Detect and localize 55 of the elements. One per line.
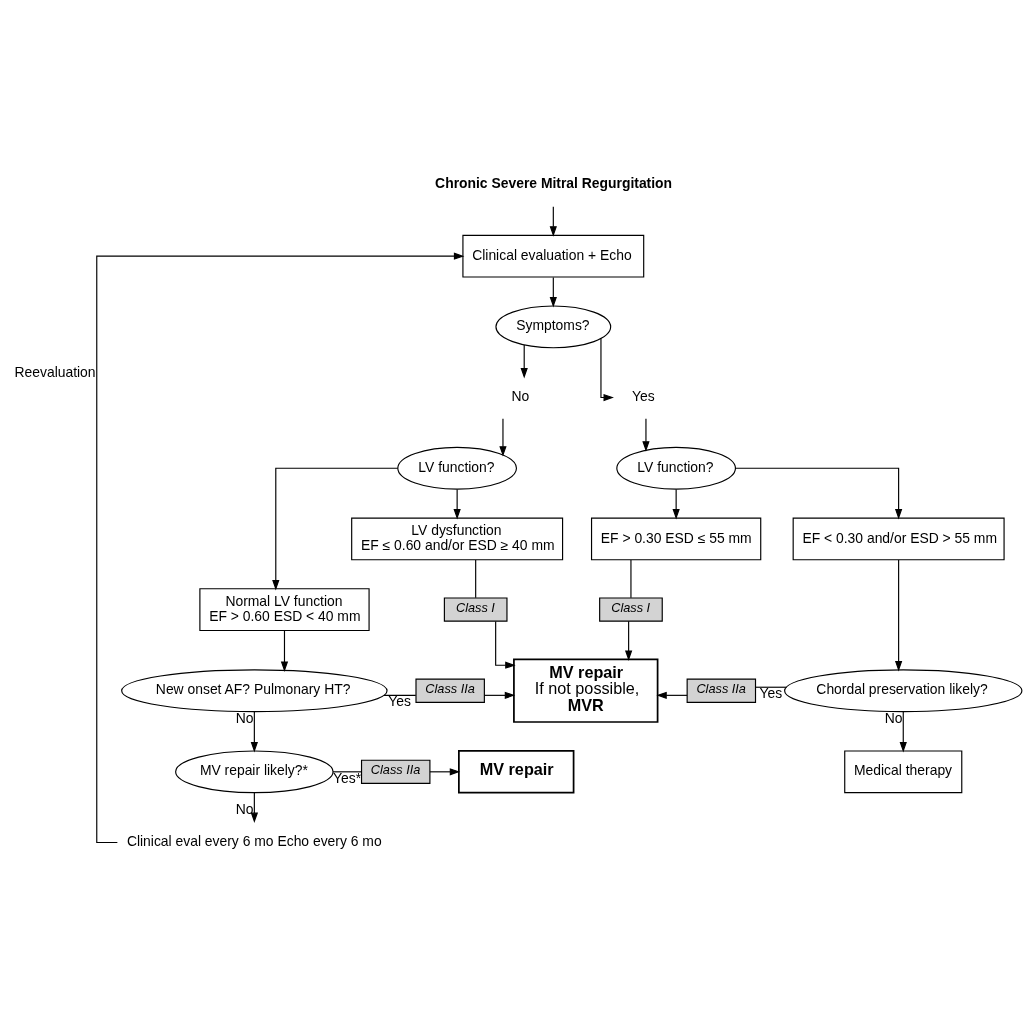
edge-label: No: [884, 709, 903, 726]
node-box: EF > 0.30 ESD ≤ 55 mm: [590, 516, 762, 560]
arrow: [734, 467, 903, 519]
node-ellipse: Symptoms?: [495, 304, 612, 348]
node-box: Class IIa: [360, 759, 431, 784]
arrow: [453, 488, 461, 519]
arrow: [250, 791, 258, 823]
connector: [475, 559, 477, 598]
arrow: [280, 629, 289, 672]
arrow: [429, 767, 461, 775]
arrow: [549, 205, 557, 237]
node-ellipse: LV function?: [616, 446, 737, 490]
arrow: [272, 467, 399, 590]
connector: [630, 559, 632, 598]
node-ellipse: New onset AF? Pulmonary HT?: [121, 668, 388, 712]
edge-label: Reevaluation: [14, 363, 96, 380]
arrow: [495, 620, 516, 669]
node-text: Chronic Severe Mitral Regurgitation: [435, 174, 673, 191]
arrow: [600, 337, 614, 401]
node-box: Normal LV function EF > 0.60 ESD < 40 mm: [199, 587, 370, 631]
node-text: Clinical eval every 6 mo Echo every 6 mo: [126, 832, 382, 849]
arrow: [672, 488, 680, 519]
edge-label: No: [235, 800, 254, 817]
arrow: [894, 558, 903, 672]
node-box: Clinical evaluation + Echo: [462, 234, 645, 278]
connector: [755, 686, 788, 688]
node-box: Class IIa: [686, 678, 757, 703]
node-box: LV dysfunction EF ≤ 0.60 and/or ESD ≥ 40 mm: [351, 516, 564, 560]
node-box: Class IIa: [415, 678, 485, 703]
node-ellipse: MV repair likely?*: [175, 749, 334, 793]
node-box: MV repair If not possible, MVR: [513, 658, 659, 723]
arrow: [642, 417, 650, 452]
node-box: MV repair: [458, 749, 575, 794]
arrow: [483, 691, 516, 699]
arrow: [899, 710, 907, 752]
edge-label: Yes*: [333, 769, 362, 786]
edge-label: Yes: [759, 684, 783, 701]
arrow: [549, 276, 557, 307]
node-text: No: [511, 387, 530, 404]
node-ellipse: Chordal preservation likely?: [784, 668, 1023, 712]
edge-label: Yes: [388, 692, 411, 709]
node-box: Class I: [443, 596, 508, 622]
node-box: Class I: [599, 596, 663, 622]
arrow: [250, 710, 258, 752]
edge-label: No: [235, 709, 254, 726]
node-text: Yes: [632, 387, 655, 404]
connector: [383, 694, 417, 696]
arrow: [520, 344, 528, 378]
arrow: [624, 620, 633, 661]
node-box: Medical therapy: [844, 749, 963, 793]
arrow: [499, 417, 507, 457]
node-box: EF < 0.30 and/or ESD > 55 mm: [792, 516, 1005, 560]
arrow: [656, 691, 688, 699]
arrow: [96, 252, 465, 843]
connector: [332, 770, 362, 772]
